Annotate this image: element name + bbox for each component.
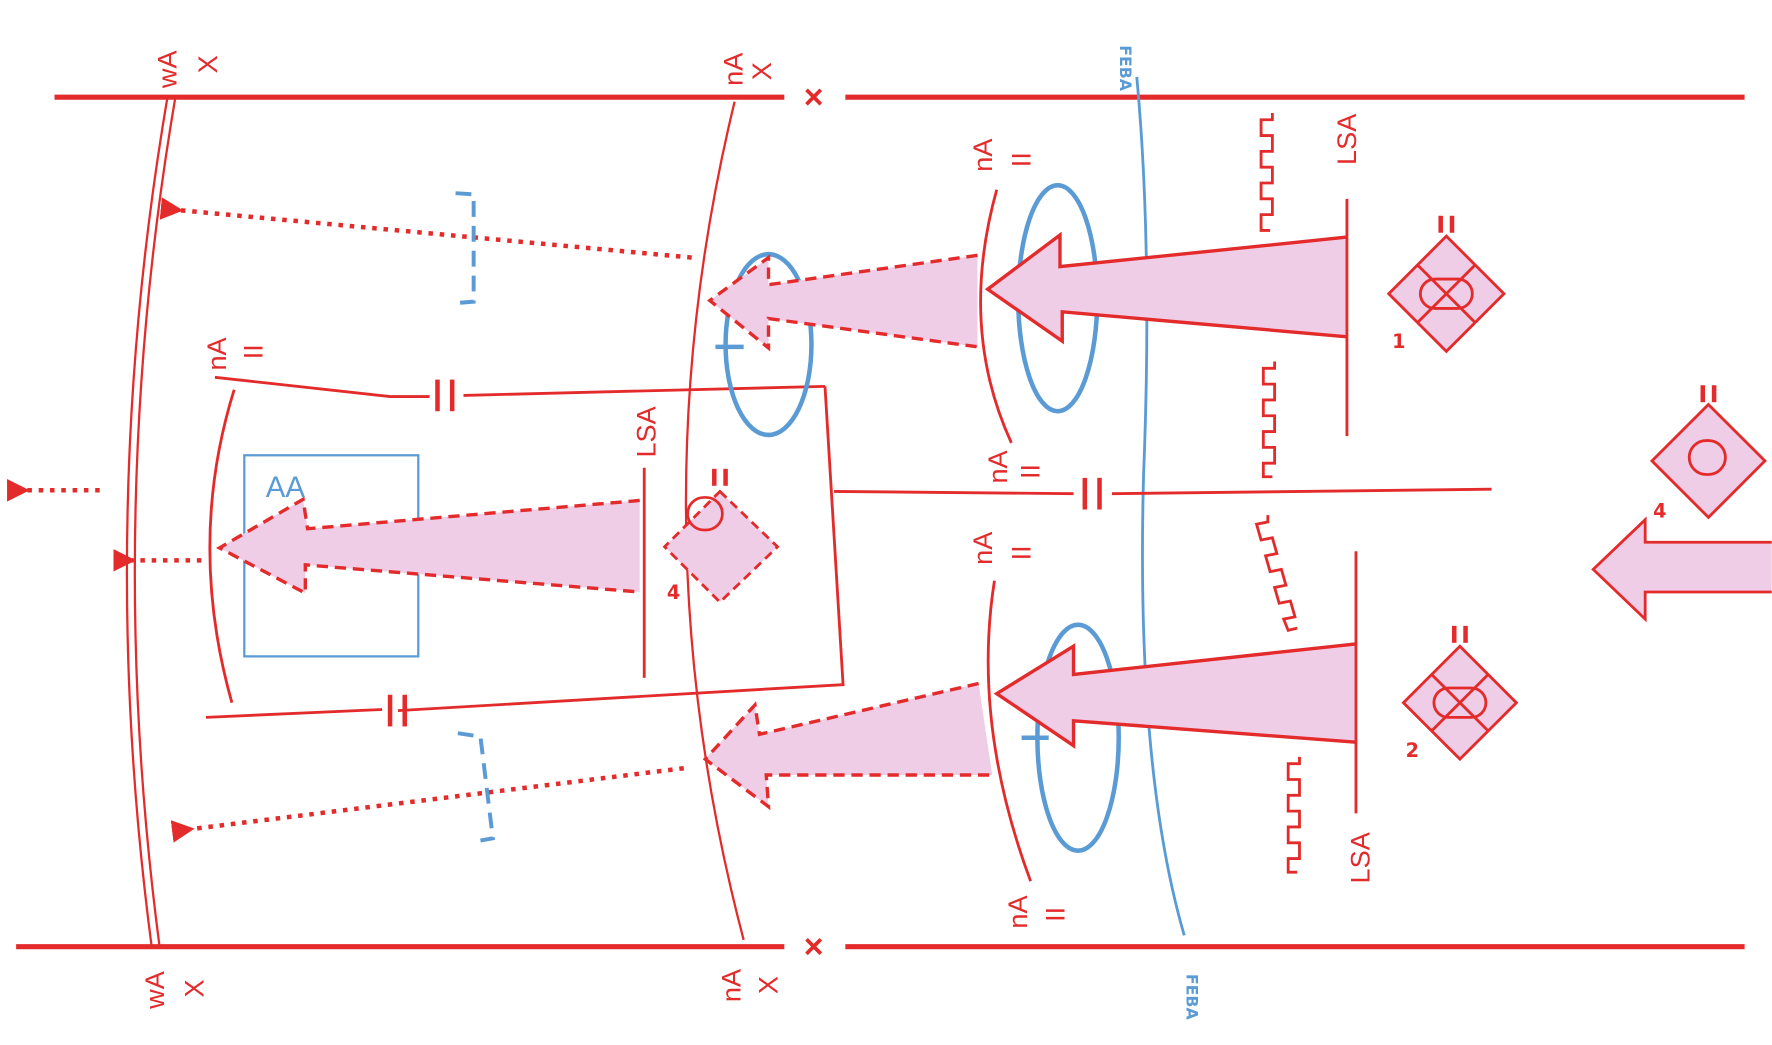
lsa-middle-label: LSA: [631, 405, 662, 457]
upper-na-curve: [979, 189, 1013, 444]
inner-bottom-echelon-label: II: [1039, 907, 1070, 922]
lsa-top-group: LSA: [1331, 113, 1362, 165]
aa-attack-arrow-fill: [219, 499, 640, 594]
bottom-left-echelon-group: X: [179, 979, 210, 997]
assembly-area-label: AA: [266, 471, 306, 504]
inner-bottom-unit-label: nA: [1002, 895, 1033, 929]
bottom-left-unit-group: wA: [139, 970, 170, 1010]
lsa-middle-group: LSA: [631, 405, 662, 457]
reserve-arrow-fill: [1593, 519, 1772, 620]
inner-bottom-echelon-group: II: [1039, 907, 1070, 922]
wire-obstacle-2: [1261, 361, 1277, 479]
lower-na-curve: [986, 580, 1032, 882]
bottom-mid-echelon-label: X: [753, 976, 784, 994]
unit-2-mech-infantry[interactable]: 2: [1401, 625, 1519, 762]
bottom-mid-unit-group: nA: [715, 968, 746, 1002]
left-box-echelon-group: II: [237, 344, 268, 359]
bottom-boundary-marker: ×: [804, 928, 824, 966]
upper-exploitation-arrow: [159, 197, 692, 260]
inner-lower-upper-unit-label: nA: [967, 531, 998, 565]
lower-planned-arrow-outline: [702, 681, 993, 811]
top-left-echelon-group: X: [192, 55, 223, 73]
inner-top-unit-group: nA: [967, 138, 998, 172]
aa-attack-arrow-outline: [215, 496, 640, 596]
top-left-unit-label-group: wA: [152, 50, 183, 90]
left-box-unit-group: nA: [201, 336, 232, 370]
inner-lower-upper-echelon-group: II: [1006, 545, 1037, 560]
feba-top-group: FEBA: [1116, 45, 1135, 92]
top-mid-unit-label: nA: [718, 52, 749, 86]
left-box-bottom-echelon-mark: [387, 694, 407, 727]
left-box-bottom-line: [205, 708, 383, 719]
wire-obstacle-4: [1286, 756, 1301, 874]
lower-exploitation-arrow: [170, 765, 685, 843]
top-mid-echelon-group: X: [746, 62, 777, 80]
top-left-unit-label: wA: [152, 50, 183, 90]
inner-upper-lower-echelon-group: II: [1015, 464, 1046, 479]
left-box-left-curve: [208, 389, 236, 704]
left-box-unit-label: nA: [201, 336, 232, 370]
upper-bracket: [455, 191, 476, 305]
unit-1-mech-infantry[interactable]: 1: [1386, 215, 1506, 354]
upper-planned-arrow-outline: [706, 253, 978, 352]
inner-bottom-unit-group: nA: [1002, 895, 1033, 929]
lower-planned-arrow-fill: [705, 683, 993, 807]
unit-1-attack-arrow-fill: [987, 234, 1346, 342]
top-boundary-marker: ×: [804, 78, 824, 116]
lsa-top-label: LSA: [1331, 113, 1362, 165]
unit-1-label: 1: [1392, 330, 1405, 353]
wa-boundary-line-b: [133, 96, 177, 947]
middle-boundary-echelon-mark: [1082, 477, 1102, 510]
unit-2-label: 2: [1406, 739, 1419, 762]
unit-4-planned[interactable]: 4: [662, 468, 780, 605]
bottom-boundary: ×: [16, 928, 1745, 966]
wire-obstacle-1: [1259, 112, 1274, 232]
armor-icon: [686, 496, 724, 532]
inner-top-echelon-group: II: [1006, 152, 1037, 167]
left-box-top-line-a: [214, 375, 430, 398]
inner-top-unit-label: nA: [967, 138, 998, 172]
lower-bracket: [457, 731, 496, 843]
bottom-left-echelon-label: X: [179, 979, 210, 997]
feba-top-label: FEBA: [1116, 45, 1135, 92]
left-box-right-edge: [397, 386, 845, 713]
unit-4-reserve-label: 4: [1653, 499, 1666, 522]
top-mid-echelon-label: X: [746, 62, 777, 80]
left-box-top-echelon-mark: [435, 379, 455, 412]
left-box-top-line-b: [463, 384, 826, 397]
lsa-bottom-group: LSA: [1345, 831, 1376, 883]
bottom-mid-unit-label: nA: [715, 968, 746, 1002]
unit-4-planned-label: 4: [667, 581, 680, 604]
lower-right-ellipse: [1035, 622, 1121, 853]
feba-bottom-group: FEBA: [1183, 974, 1202, 1021]
armor-oval-icon: [1418, 277, 1474, 310]
left-box-echelon-label: II: [237, 344, 268, 359]
armor-oval-icon: [1432, 686, 1488, 719]
feba-line: [1135, 76, 1186, 936]
armor-icon: [1687, 439, 1727, 476]
reserve-arrow-outline: [1591, 516, 1772, 623]
unit-2-attack-arrow-outline: [993, 642, 1357, 749]
unit-1-attack-arrow-outline: [984, 231, 1346, 345]
top-left-echelon-label: X: [192, 55, 223, 73]
inner-lower-upper-unit-group: nA: [967, 531, 998, 565]
inner-lower-upper-echelon-label: II: [1006, 545, 1037, 560]
inner-top-echelon-label: II: [1006, 152, 1037, 167]
middle-boundary-line-a: [834, 490, 1074, 496]
bottom-mid-echelon-group: X: [753, 976, 784, 994]
inner-upper-lower-echelon-label: II: [1015, 464, 1046, 479]
inner-upper-lower-unit-group: nA: [982, 449, 1013, 483]
inner-upper-lower-unit-label: nA: [982, 449, 1013, 483]
top-boundary: ×: [54, 78, 1745, 116]
lsa-bottom-label: LSA: [1345, 831, 1376, 883]
unit-4-reserve-armor[interactable]: 4: [1649, 385, 1767, 522]
upper-planned-arrow-fill: [709, 255, 978, 348]
wire-obstacle-3: [1254, 515, 1298, 633]
na-boundary-line: [684, 101, 745, 941]
feba-bottom-label: FEBA: [1183, 974, 1202, 1021]
wa-boundary-line-a: [125, 96, 169, 947]
bottom-left-unit-label: wA: [139, 970, 170, 1010]
top-mid-unit-group: nA: [718, 52, 749, 86]
middle-boundary-line-b: [1111, 487, 1492, 496]
